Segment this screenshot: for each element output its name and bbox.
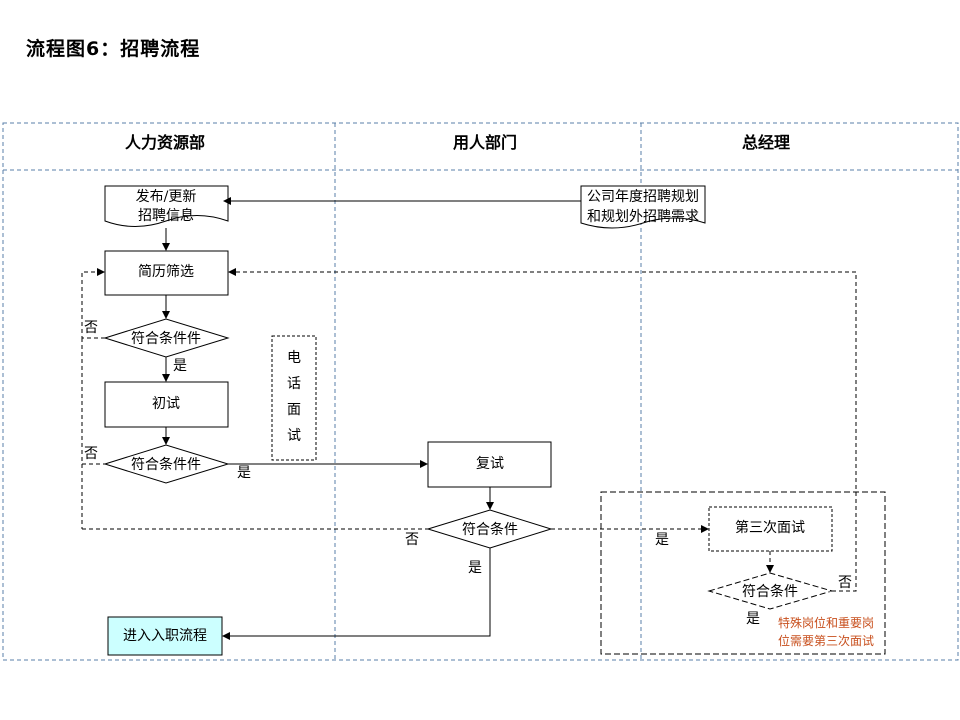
label-check3-yes-right: 是: [655, 532, 669, 548]
gm-dashed-box: [600, 491, 886, 655]
label-check3-yes: 是: [468, 560, 482, 576]
label-check2-yes: 是: [237, 465, 251, 481]
lane-header-hr: 人力资源部: [125, 133, 205, 152]
check4-label: 符合条件: [742, 583, 798, 600]
onboard-label: 进入入职流程: [123, 628, 207, 644]
third-interview-label: 第三次面试: [735, 519, 805, 536]
publish-line2: 招聘信息: [138, 207, 194, 224]
phone-char-1: 电: [287, 350, 301, 366]
edge-check4-no: [228, 268, 857, 592]
check3-node: 符合条件: [426, 509, 553, 549]
label-check4-yes: 是: [746, 611, 760, 627]
label-check2-no: 否: [84, 446, 98, 462]
note-line1: 特殊岗位和重要岗: [778, 615, 874, 630]
first-interview-label: 初试: [152, 395, 180, 412]
edge-check3-to-onboard: [222, 548, 491, 640]
phone-char-2: 话: [287, 376, 301, 392]
dashed-connectors: [81, 268, 857, 592]
plan-line1: 公司年度招聘规划: [587, 189, 699, 205]
page-title: 流程图6：招聘流程: [26, 38, 201, 60]
check4-node: 符合条件: [707, 572, 834, 610]
swimlane-frame: [2, 122, 959, 661]
phone-interview-node: 电 话 面 试: [271, 335, 317, 461]
plan-line2: 和规划外招聘需求: [587, 209, 699, 225]
screen-label: 简历筛选: [138, 263, 194, 280]
publish-line1: 发布/更新: [136, 189, 197, 205]
phone-char-4: 试: [287, 428, 301, 444]
publish-node: 发布/更新 招聘信息: [104, 185, 229, 227]
second-interview-node: 复试: [427, 441, 552, 488]
check1-label: 符合条件件: [131, 330, 201, 347]
third-interview-node: 第三次面试: [708, 506, 833, 552]
check3-label: 符合条件: [462, 521, 518, 538]
first-interview-node: 初试: [104, 381, 229, 428]
label-check4-no: 否: [838, 575, 852, 591]
second-interview-label: 复试: [476, 455, 504, 472]
check2-label: 符合条件件: [131, 456, 201, 473]
lane-header-gm: 总经理: [742, 133, 790, 152]
screen-node: 简历筛选: [104, 250, 229, 296]
plan-node: 公司年度招聘规划 和规划外招聘需求: [580, 185, 706, 229]
check2-node: 符合条件件: [103, 444, 230, 484]
edge-check1-no: [81, 268, 105, 339]
solid-connectors: [162, 197, 581, 640]
label-check1-no: 否: [84, 320, 98, 336]
lane-header-dept: 用人部门: [453, 133, 517, 152]
onboard-node: 进入入职流程: [107, 616, 223, 656]
note-line2: 位需要第三次面试: [778, 633, 874, 648]
check1-node: 符合条件件: [103, 318, 230, 358]
label-check1-yes: 是: [173, 358, 187, 374]
phone-char-3: 面: [287, 402, 301, 418]
label-check3-no: 否: [405, 532, 419, 548]
